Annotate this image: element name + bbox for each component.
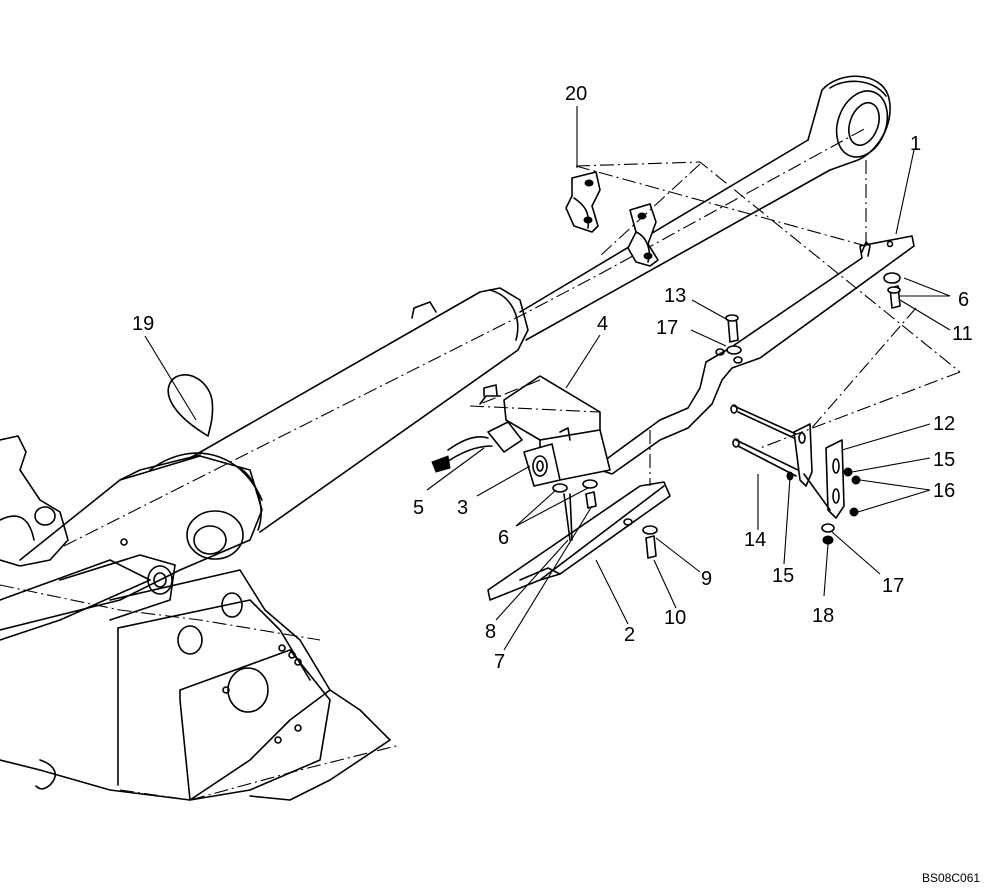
alignment-lines bbox=[469, 160, 961, 486]
callout-6-lower: 6 bbox=[498, 527, 509, 549]
callout-17-lower: 17 bbox=[882, 575, 904, 597]
callout-14: 14 bbox=[744, 529, 766, 551]
callout-16: 16 bbox=[933, 480, 955, 502]
drawing-code: BS08C061 bbox=[922, 871, 980, 885]
callout-6-upper: 6 bbox=[958, 289, 969, 311]
callout-17-upper: 17 bbox=[656, 317, 678, 339]
callout-7: 7 bbox=[494, 651, 505, 673]
callout-15-right: 15 bbox=[933, 449, 955, 471]
clamp-halves bbox=[565, 171, 659, 267]
loader-arm-assembly bbox=[0, 435, 401, 801]
guard-plate bbox=[487, 481, 671, 601]
callout-9: 9 bbox=[701, 568, 712, 590]
leader-lines bbox=[144, 106, 951, 651]
callout-3: 3 bbox=[457, 497, 468, 519]
callout-11: 11 bbox=[952, 323, 973, 345]
callout-13: 13 bbox=[664, 285, 686, 307]
callout-4: 4 bbox=[597, 313, 608, 335]
vertical-brackets bbox=[730, 404, 845, 519]
callout-19: 19 bbox=[132, 313, 154, 335]
callout-20: 20 bbox=[565, 83, 587, 105]
callout-8: 8 bbox=[485, 621, 496, 643]
callout-1: 1 bbox=[910, 133, 921, 155]
callout-10: 10 bbox=[664, 607, 686, 629]
hose-clamp bbox=[167, 374, 214, 437]
support-bar bbox=[599, 235, 915, 475]
callout-2: 2 bbox=[624, 624, 635, 646]
callout-labels: 20 1 19 13 6 11 17 4 12 15 16 5 3 6 14 9… bbox=[132, 83, 973, 673]
hydraulic-cylinder bbox=[63, 75, 891, 547]
sensor-bracket bbox=[431, 375, 611, 487]
callout-5: 5 bbox=[413, 497, 424, 519]
callout-15-lower: 15 bbox=[772, 565, 794, 587]
callout-12: 12 bbox=[933, 413, 955, 435]
callout-18: 18 bbox=[812, 605, 834, 627]
